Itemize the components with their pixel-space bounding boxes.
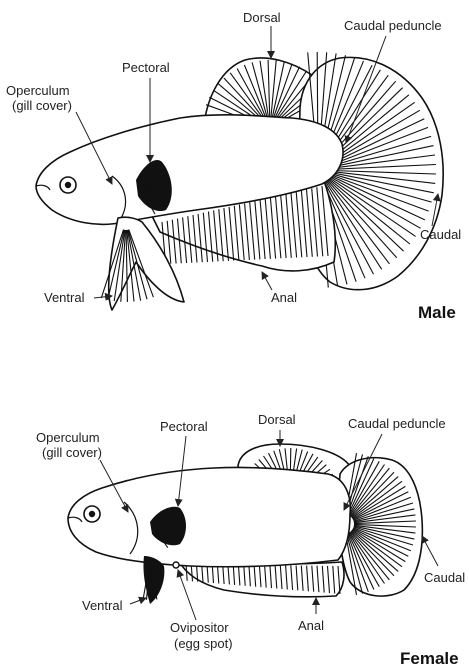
female-body	[68, 467, 350, 566]
male-label-ventral: Ventral	[44, 290, 85, 305]
female-label-egg-spot: (egg spot)	[174, 636, 233, 651]
male-pupil	[65, 182, 71, 188]
male-label-dorsal: Dorsal	[243, 10, 281, 25]
male-arrow-anal	[262, 272, 272, 290]
female-pupil	[89, 511, 95, 517]
male-label-anal: Anal	[271, 290, 297, 305]
female-label-anal: Anal	[298, 618, 324, 633]
male-fish	[36, 52, 443, 310]
male-label-gill-cover: (gill cover)	[12, 98, 72, 113]
female-label-caudal-peduncle: Caudal peduncle	[348, 416, 446, 431]
female-label-gill-cover: (gill cover)	[42, 445, 102, 460]
male-label-caudal: Caudal	[420, 227, 461, 242]
female-label-ventral: Ventral	[82, 598, 123, 613]
male-label-operculum: Operculum	[6, 83, 70, 98]
female-heading: Female	[400, 649, 459, 668]
female-label-operculum: Operculum	[36, 430, 100, 445]
male-heading: Male	[418, 303, 456, 322]
female-label-dorsal: Dorsal	[258, 412, 296, 427]
female-arrow-ventral	[130, 598, 146, 604]
male-label-caudal-peduncle: Caudal peduncle	[344, 18, 442, 33]
female-arrow-caudal	[422, 536, 438, 566]
female-ovipositor	[173, 562, 179, 568]
male-label-pectoral: Pectoral	[122, 60, 170, 75]
female-label-pectoral: Pectoral	[160, 419, 208, 434]
female-fish	[68, 444, 422, 604]
female-label-caudal: Caudal	[424, 570, 465, 585]
female-label-ovipositor: Ovipositor	[170, 620, 229, 635]
